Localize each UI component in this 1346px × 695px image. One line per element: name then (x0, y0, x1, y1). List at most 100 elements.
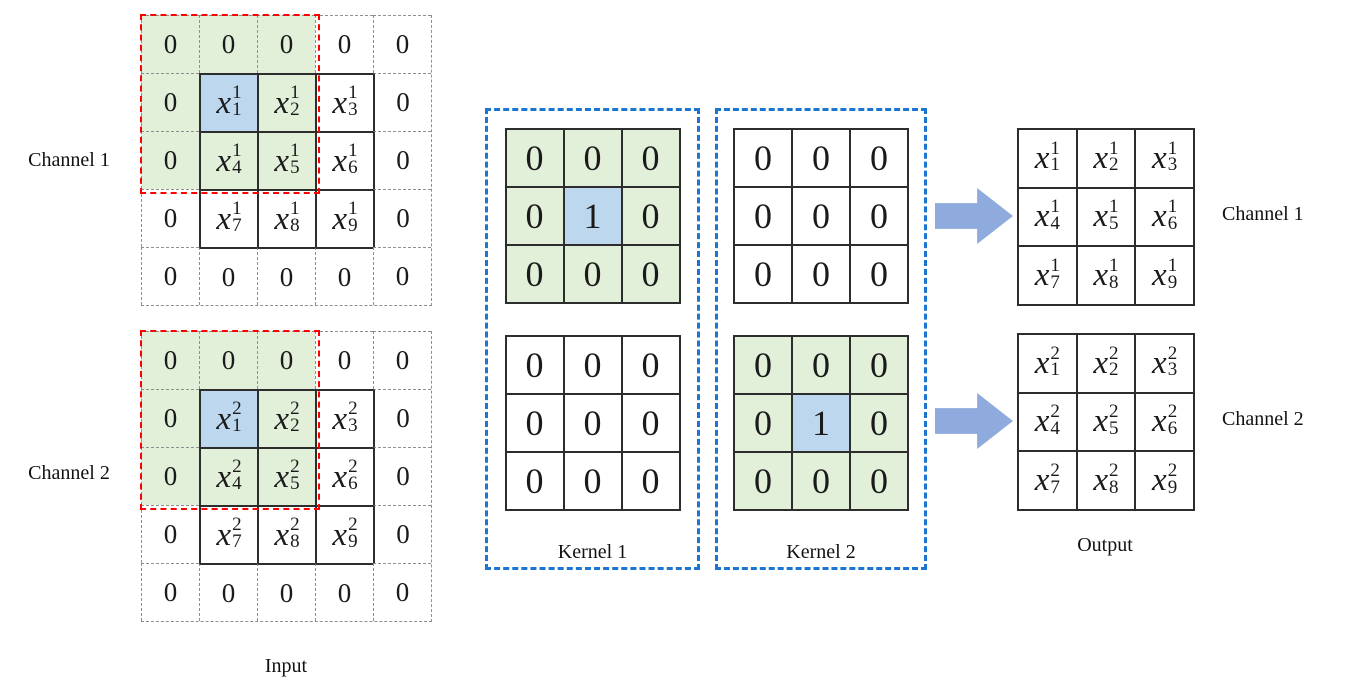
grid-cell: 0 (504, 451, 563, 509)
grid-cell: 0 (141, 73, 199, 131)
grid-cell: 0 (733, 335, 791, 393)
kernel1-label: Kernel 1 (557, 541, 628, 563)
grid-cell: 0 (620, 128, 679, 186)
grid-cell: 0 (733, 128, 791, 186)
grid-cell: 1 (562, 186, 621, 244)
grid-cell: 0 (562, 335, 621, 393)
output-label: Output (1077, 534, 1133, 556)
grid-cell: 0 (504, 335, 563, 393)
grid-cell: 0 (504, 393, 563, 451)
grid-cell: 0 (141, 247, 199, 305)
grid-cell: 0 (733, 393, 791, 451)
grid-cell: 0 (849, 186, 907, 244)
grid-cell: 0 (373, 15, 431, 73)
grid-cell: 0 (141, 563, 199, 621)
grid-cell: 0 (199, 15, 257, 73)
grid-cell: 0 (141, 447, 199, 505)
grid-cell: 0 (199, 247, 257, 305)
right-arrow-icon (935, 393, 1013, 449)
output-channel1-label: Channel 1 (1222, 203, 1304, 225)
grid-cell: 0 (373, 505, 431, 563)
grid-cell: 0 (373, 73, 431, 131)
grid-cell: 0 (373, 389, 431, 447)
grid-cell: 0 (562, 451, 621, 509)
grid-cell: 0 (315, 563, 373, 621)
grid-cell: 0 (733, 244, 791, 302)
grid-cell: 0 (791, 335, 849, 393)
grid-cell: 0 (373, 247, 431, 305)
grid-cell: 0 (141, 505, 199, 563)
grid-cell: 0 (315, 331, 373, 389)
grid-cell: 0 (373, 131, 431, 189)
grid-cell: 0 (504, 186, 563, 244)
grid-cell: 0 (791, 244, 849, 302)
grid-cell: 0 (791, 186, 849, 244)
grid-cell: 0 (791, 128, 849, 186)
input-channel2-label: Channel 2 (28, 462, 110, 484)
grid-cell: 1 (791, 393, 849, 451)
grid-cell: 0 (257, 331, 315, 389)
grid-cell: 0 (141, 389, 199, 447)
grid-cell: 0 (849, 393, 907, 451)
grid-cell: 0 (257, 563, 315, 621)
grid-cell: 0 (373, 331, 431, 389)
grid-cell: 0 (562, 393, 621, 451)
grid-cell: 0 (141, 331, 199, 389)
grid-cell: 0 (373, 563, 431, 621)
grid-cell: 0 (849, 335, 907, 393)
grid-cell: 0 (849, 244, 907, 302)
grid-cell: 0 (620, 186, 679, 244)
grid-cell: 0 (504, 244, 563, 302)
grid-cell: 0 (315, 15, 373, 73)
grid-cell: 0 (141, 131, 199, 189)
kernel2-label: Kernel 2 (786, 541, 856, 563)
